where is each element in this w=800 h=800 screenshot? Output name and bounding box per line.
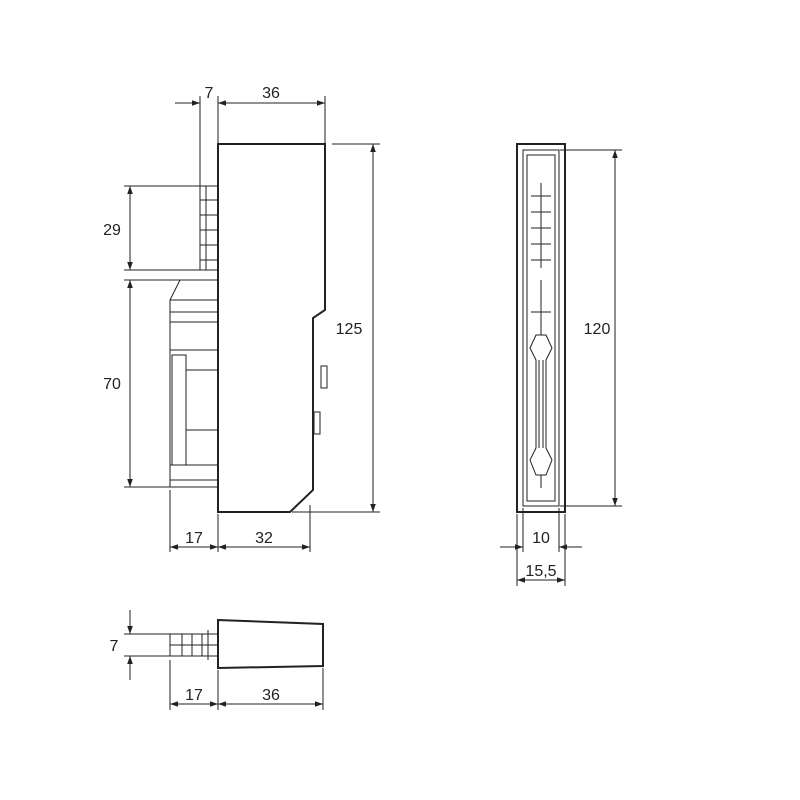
side-view-body — [217, 143, 326, 513]
front-view-window — [526, 154, 556, 502]
dim-label-small-36: 36 — [262, 687, 280, 704]
small-view-body — [217, 618, 324, 670]
dim-label-top-7: 7 — [205, 85, 214, 102]
front-view-tube — [529, 334, 553, 488]
dim-label-width-15-5: 15,5 — [525, 563, 556, 580]
dimension-lines — [124, 96, 622, 710]
side-view-base — [169, 279, 219, 488]
dim-label-height-125: 125 — [336, 321, 363, 338]
dim-label-small-7: 7 — [110, 638, 119, 655]
dim-label-height-70: 70 — [103, 376, 121, 393]
front-view — [516, 143, 566, 513]
small-view — [169, 618, 324, 670]
dim-label-small-17: 17 — [185, 687, 203, 704]
dim-label-height-29: 29 — [103, 222, 121, 239]
side-view-clip-lower — [313, 411, 321, 435]
side-view — [169, 143, 328, 513]
front-view-scale — [531, 183, 551, 335]
dim-label-height-120: 120 — [584, 321, 611, 338]
dimension-labels: 7 36 29 70 125 17 32 120 10 15,5 7 17 36 — [103, 85, 610, 704]
dim-label-bottom-32: 32 — [255, 530, 273, 547]
side-view-ribs — [199, 185, 219, 271]
dim-label-width-10: 10 — [532, 530, 550, 547]
side-view-clip-upper — [320, 365, 328, 389]
dim-label-top-36: 36 — [262, 85, 280, 102]
dim-label-bottom-17: 17 — [185, 530, 203, 547]
